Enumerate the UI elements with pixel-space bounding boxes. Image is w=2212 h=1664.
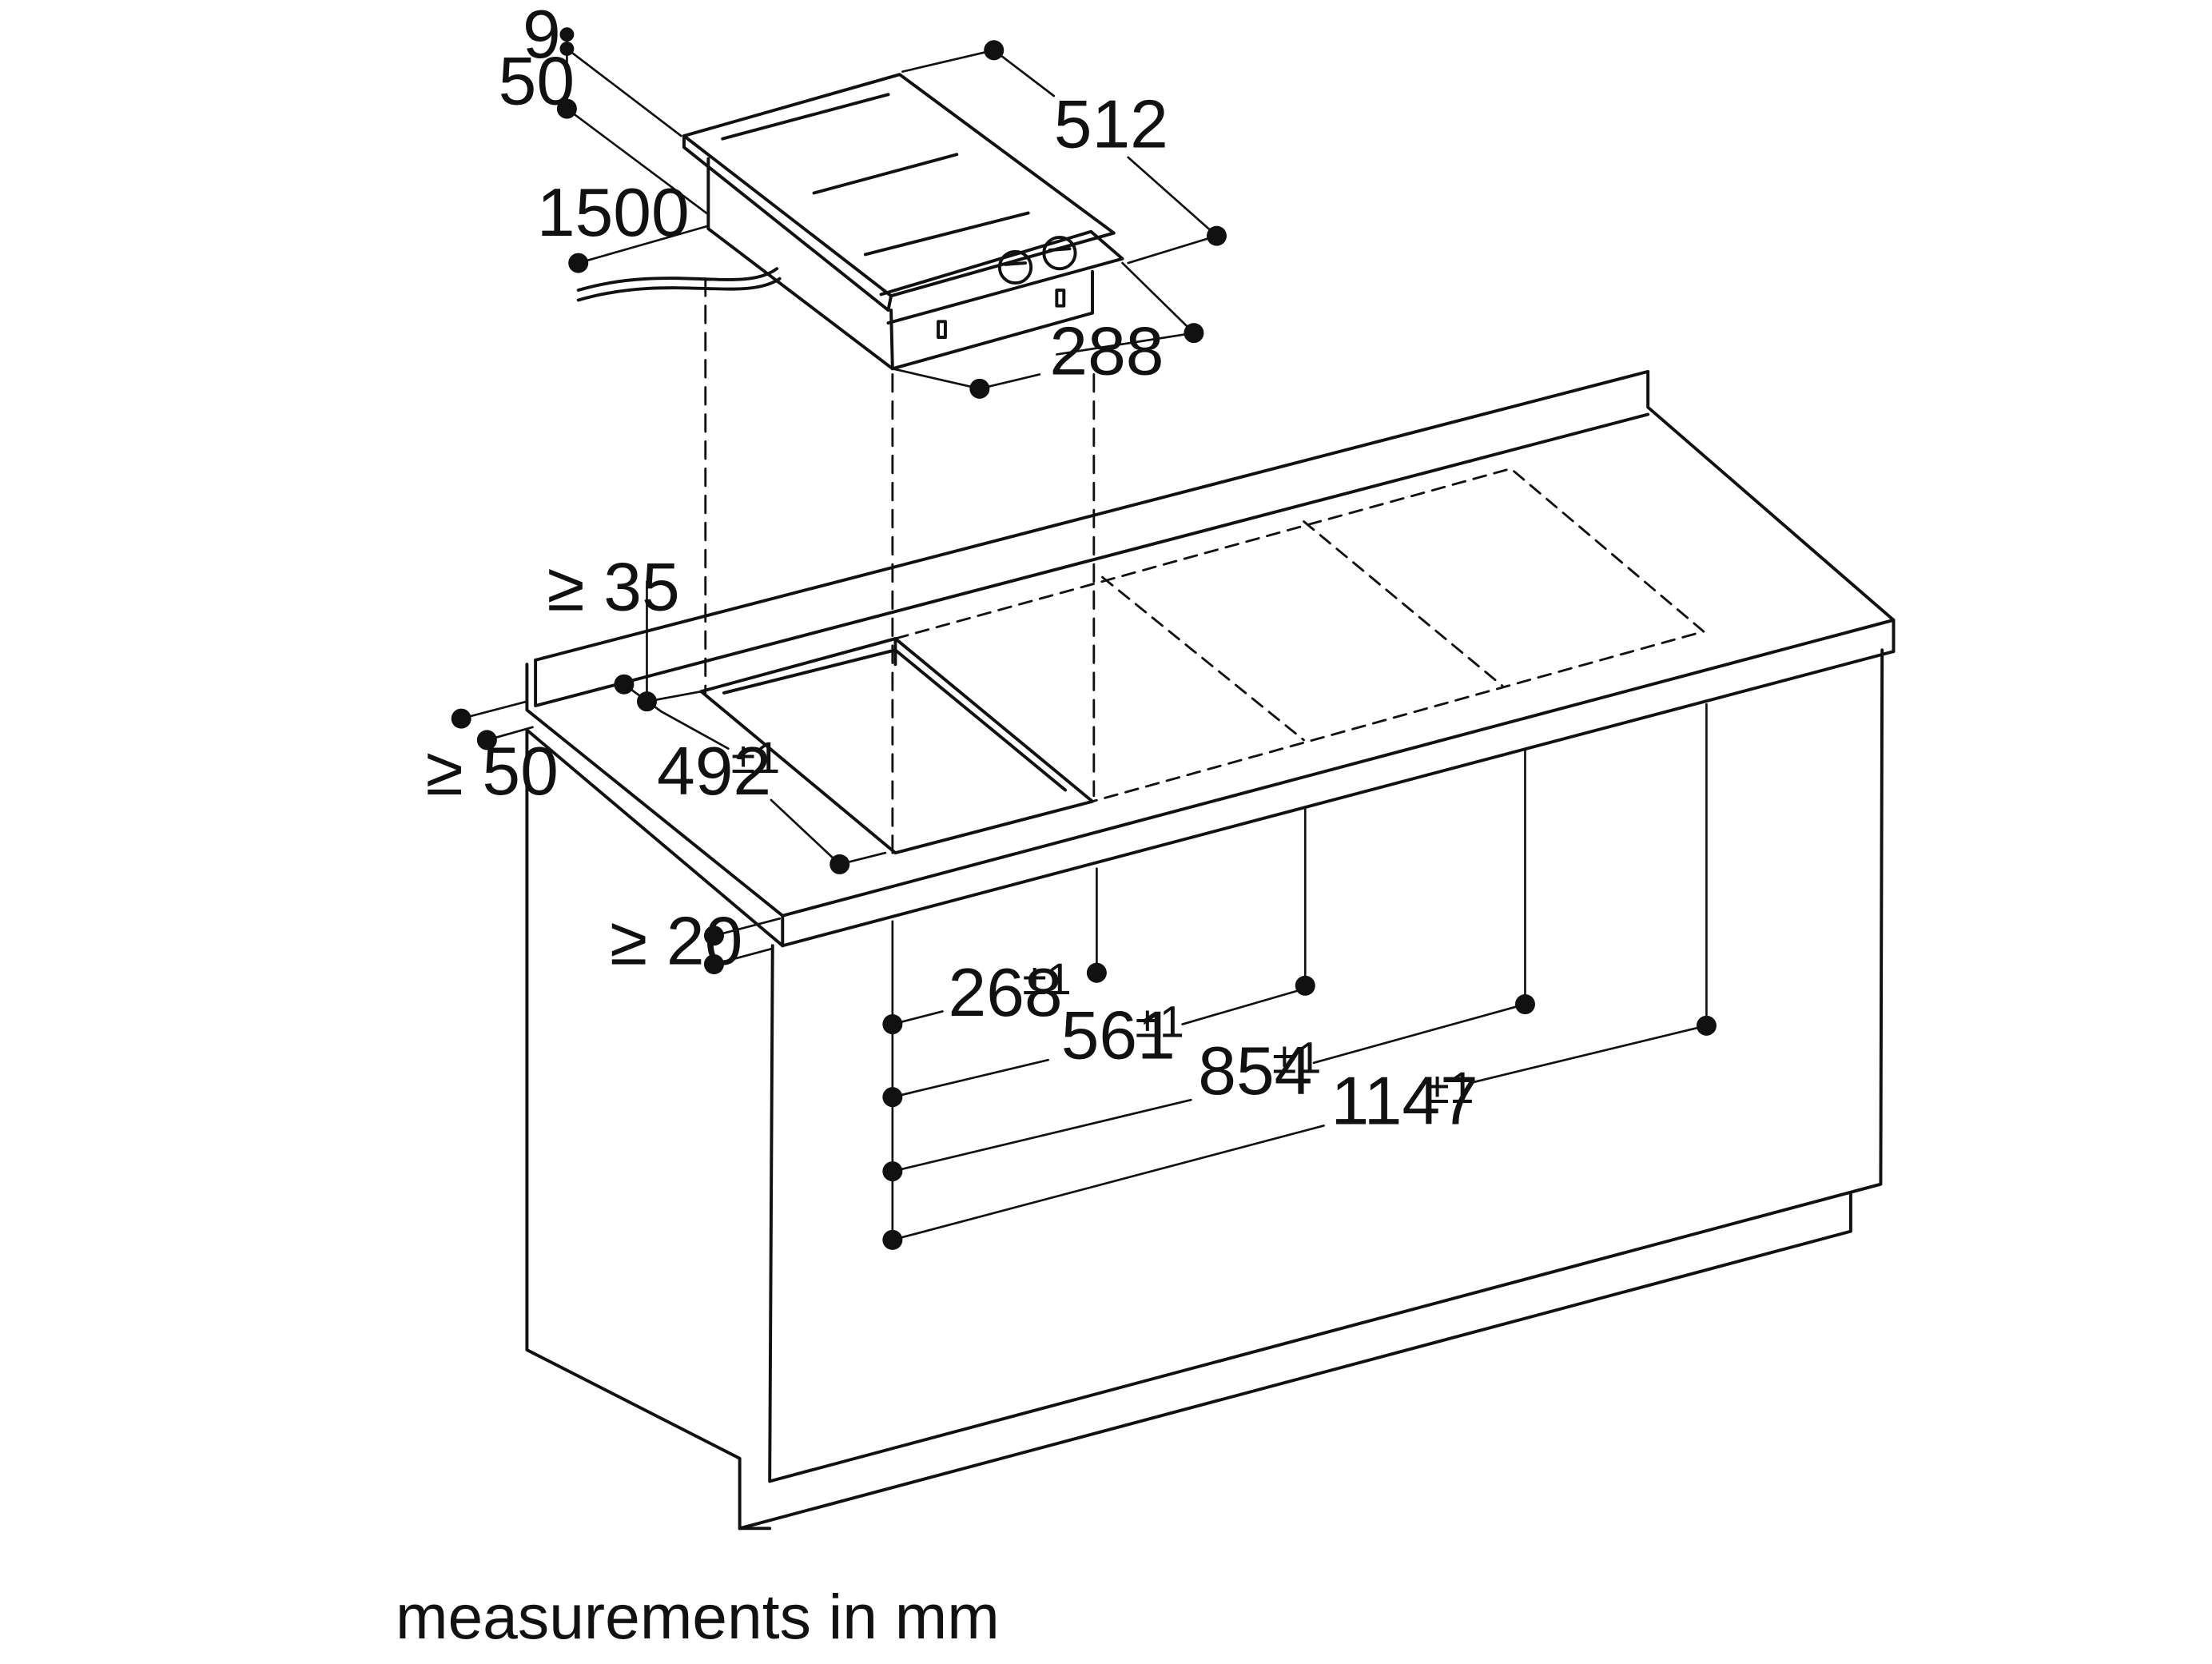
module-body [706, 157, 1094, 371]
further-modules-outline [893, 467, 1705, 803]
countertop [525, 369, 1896, 948]
tolerance-sup: ±1 [1272, 1033, 1321, 1082]
dimension-dot [451, 708, 471, 729]
module-glass-thickness [682, 134, 893, 312]
dimension-dot [556, 98, 577, 119]
dimension-dot [703, 953, 724, 974]
cabinet-plinth [738, 1192, 1852, 1531]
backsplash [534, 412, 1650, 708]
measurement-unit-caption: measurements in mm [396, 1582, 1000, 1652]
control-indicator-right [1055, 289, 1066, 308]
control-indicator-left [937, 320, 947, 339]
cabinet-outline [525, 648, 1884, 1531]
countertop-front-edge [781, 618, 1896, 948]
heating-zone-marks [721, 93, 1030, 257]
dim-label-512: 512 [1054, 86, 1168, 162]
power-cable [576, 267, 782, 302]
tolerance-sup: ±1 [731, 733, 780, 782]
control-knob-right [1042, 235, 1077, 271]
dim-label-ge50: ≥ 50 [426, 733, 559, 810]
module-control-panel [879, 229, 1124, 325]
control-knob-left [997, 249, 1033, 285]
module-glass-top [682, 73, 1116, 298]
dimension-dot [969, 378, 990, 399]
dimension-labels: 9 50 1500 512 288 ≥ 35 ≥ 50 ≥ 20 492 ±1 … [396, 0, 1478, 1652]
dim-label-ge35: ≥ 35 [547, 548, 679, 625]
dim-label-50: 50 [499, 43, 575, 120]
dimension-dot [1295, 975, 1315, 996]
dimension-dots [451, 27, 1717, 1250]
module-front-edge [889, 309, 894, 371]
dimension-dot [882, 1014, 903, 1035]
dimension-dot [882, 1161, 903, 1182]
tolerance-sup: ±1 [1425, 1063, 1474, 1113]
dim-label-9: 9 [523, 0, 561, 73]
projection-lines [704, 277, 1096, 854]
dim-label-268: 268 [949, 954, 1063, 1031]
dimension-dot [614, 674, 635, 695]
dim-label-492: 492 [657, 733, 771, 810]
dimension-dot [703, 926, 724, 946]
dimension-dot [882, 1087, 903, 1108]
tolerance-sup: ±1 [1022, 954, 1071, 1004]
dim-label-561: 561 [1061, 997, 1176, 1073]
cabinet-front [768, 648, 1884, 1483]
dimension-dot [636, 691, 658, 712]
dim-label-1147: 1147 [1331, 1063, 1478, 1140]
dimension-dot [882, 1229, 903, 1250]
dimension-dot [1086, 962, 1107, 983]
tolerance-sup: ±1 [1136, 997, 1184, 1047]
dimension-dot [1514, 994, 1535, 1015]
dimension-dot [984, 40, 1005, 61]
dimension-dot [1206, 225, 1227, 246]
countertop-left-edge [525, 728, 785, 948]
dimension-lines [460, 33, 1708, 1241]
dimension-dot [476, 730, 497, 750]
dimension-dot [830, 854, 850, 874]
dimension-dot [1184, 323, 1204, 344]
dim-label-854: 854 [1198, 1033, 1312, 1109]
dimension-dot [559, 27, 575, 42]
dim-label-288: 288 [1049, 312, 1164, 389]
dim-label-1500: 1500 [537, 174, 690, 251]
dim-label-ge20: ≥ 20 [610, 902, 742, 979]
dimension-dot [559, 42, 575, 56]
dimension-dot [1696, 1015, 1717, 1036]
dimension-dot [568, 253, 589, 273]
cabinet-left-side [525, 728, 772, 1531]
countertop-top [525, 369, 1896, 918]
